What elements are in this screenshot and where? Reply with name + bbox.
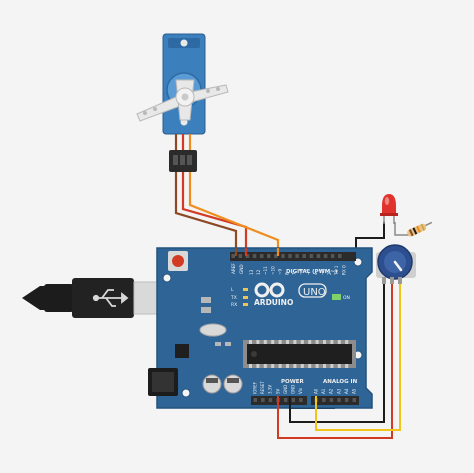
pin-socket[interactable]: [352, 398, 357, 402]
pin-socket[interactable]: [283, 398, 288, 402]
potentiometer-knob-indicator[interactable]: [393, 260, 403, 272]
analog-header: [311, 396, 359, 405]
pin-label: GND: [291, 385, 296, 394]
pin-socket[interactable]: [261, 398, 265, 402]
usb-cable[interactable]: [22, 278, 175, 318]
pin-label: TX 1: [334, 265, 339, 276]
pin-label: Vin: [298, 387, 303, 394]
pin-socket[interactable]: [252, 254, 257, 258]
pin-label: A5: [352, 388, 357, 394]
pin-label: A4: [344, 388, 349, 394]
pin-label: RX 0: [341, 265, 346, 275]
pin-label: 13: [249, 269, 254, 275]
rx-led-label: RX: [231, 302, 237, 308]
potentiometer[interactable]: [376, 244, 416, 284]
analog-label: ANALOG IN: [323, 379, 358, 385]
servo-wire-red: [181, 170, 248, 252]
pin-socket[interactable]: [291, 398, 296, 402]
pin-socket[interactable]: [302, 254, 307, 258]
pin-label: IOREF: [253, 381, 258, 394]
capacitors: [202, 374, 243, 394]
pin-socket[interactable]: [245, 254, 250, 258]
usb-plug-icon: [92, 289, 129, 307]
pin-socket[interactable]: [267, 254, 271, 258]
pin-socket[interactable]: [288, 254, 292, 258]
pin-socket[interactable]: [338, 254, 342, 258]
pin-label: A0: [314, 388, 319, 394]
pin-label: ~6: [299, 268, 304, 275]
digital-label: DIGITAL (PWM~): [286, 269, 338, 275]
pin-label: A3: [336, 388, 341, 394]
brand-name: ARDUINO: [254, 298, 293, 307]
servo-wire-brown: [174, 170, 238, 252]
pin-label: ~10: [270, 266, 275, 275]
pin-label: ~3: [320, 268, 325, 275]
pin-label: 8: [285, 272, 290, 275]
pin-socket[interactable]: [259, 254, 264, 258]
led[interactable]: [380, 194, 398, 224]
resistor-lead: [394, 222, 412, 236]
gnd-label: GND: [239, 264, 244, 274]
pin-label: A2: [329, 388, 334, 394]
l-led-label: L: [231, 287, 234, 293]
pin-label: ~9: [277, 268, 282, 275]
servo-horn-icon[interactable]: [136, 79, 229, 122]
pin-socket[interactable]: [316, 254, 321, 258]
servo-motor[interactable]: [136, 33, 229, 172]
pin-socket[interactable]: [295, 254, 299, 258]
pin-socket[interactable]: [274, 254, 278, 258]
arduino-logo-icon: [254, 282, 285, 298]
pin-socket[interactable]: [344, 398, 349, 402]
crystal: [199, 323, 227, 337]
resistor[interactable]: [406, 220, 433, 238]
pin-label: 4: [313, 272, 318, 275]
pin-label: 5V: [275, 388, 280, 394]
pin-label: ~5: [306, 268, 311, 275]
pin-socket[interactable]: [322, 398, 326, 402]
pin-label: 12: [256, 269, 261, 275]
pin-label: 3.3V: [268, 385, 273, 394]
pin-label: GND: [283, 385, 288, 394]
pin-label: 7: [292, 272, 297, 275]
pin-socket[interactable]: [238, 254, 243, 258]
pin-socket[interactable]: [329, 398, 334, 402]
on-label: ON: [343, 295, 350, 301]
tx-led-label: TX: [230, 295, 237, 301]
pin-label: A1: [321, 388, 326, 394]
pin-socket[interactable]: [337, 398, 341, 402]
pin-socket[interactable]: [281, 254, 285, 258]
digital-header: [230, 252, 356, 261]
pin-socket[interactable]: [231, 254, 236, 258]
reset-button[interactable]: [168, 251, 188, 271]
pin-socket[interactable]: [268, 398, 273, 402]
servo-wire-orange: [188, 170, 280, 252]
pin-socket[interactable]: [309, 254, 314, 258]
microcontroller-chip: [243, 340, 356, 368]
digital-pin-sockets[interactable]: [231, 254, 342, 258]
pin-label: RESET: [260, 381, 265, 394]
model-name: UNO: [303, 287, 326, 298]
wire-endpoints: [234, 248, 317, 438]
pin-socket[interactable]: [323, 254, 328, 258]
power-label: POWER: [281, 379, 305, 385]
aref-label: AREF: [231, 263, 236, 274]
pin-label: 2: [327, 272, 332, 275]
pin-socket[interactable]: [299, 398, 303, 402]
pin-label: ~11: [263, 266, 268, 275]
model-badge: [298, 283, 327, 298]
pin-socket[interactable]: [330, 254, 335, 258]
pin-socket[interactable]: [253, 398, 258, 402]
